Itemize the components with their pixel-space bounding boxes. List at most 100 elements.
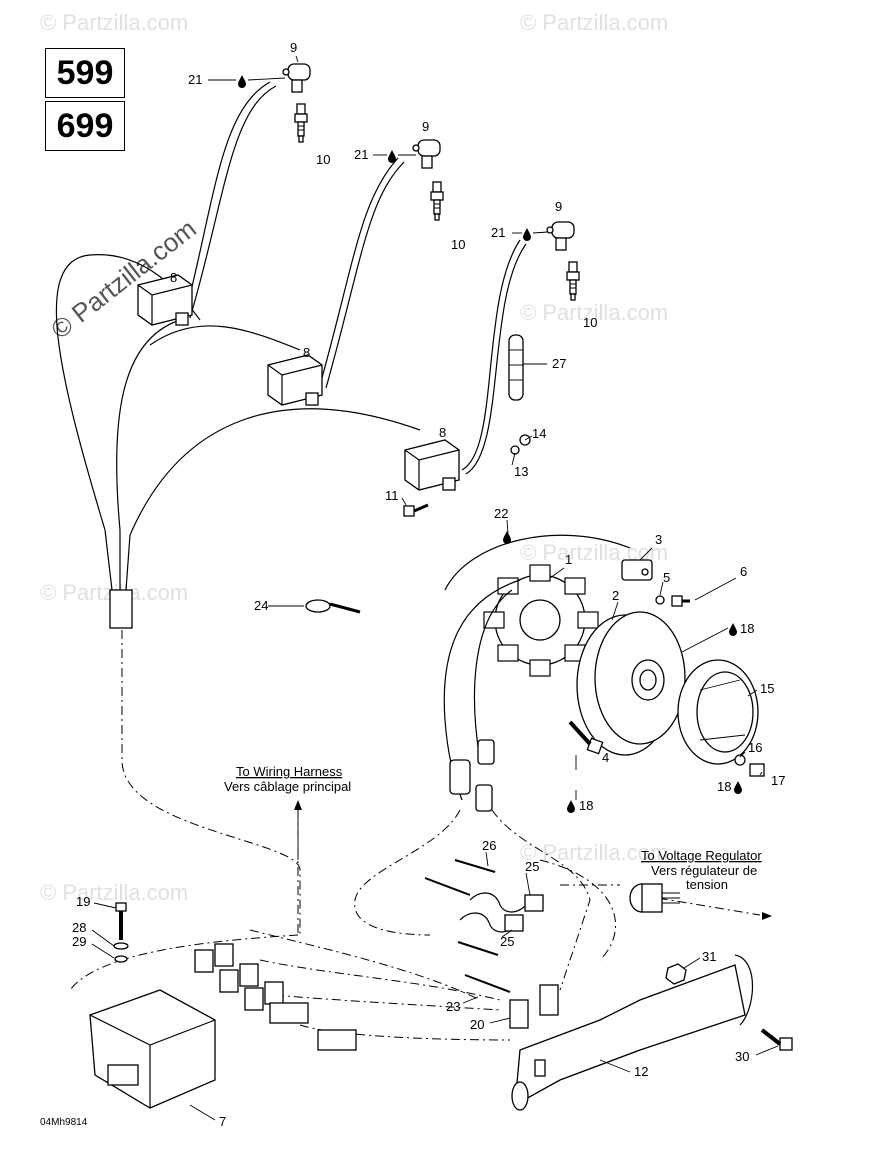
callout-29: 29	[72, 934, 86, 949]
bolt-part	[403, 503, 429, 517]
mounting-screw-part	[113, 902, 129, 963]
drop-icon	[729, 623, 737, 636]
spark-plug-set-3	[546, 221, 580, 301]
drop-icon	[238, 75, 246, 88]
callout-4: 4	[602, 750, 609, 765]
callout-25: 25	[525, 859, 539, 874]
callout-22: 22	[494, 506, 508, 521]
callout-28: 28	[72, 920, 86, 935]
leader-lines	[91, 55, 779, 1121]
drop-icon	[567, 800, 575, 813]
starter-cup-part	[677, 659, 759, 765]
screw-part	[671, 595, 690, 607]
callout-6: 6	[740, 564, 747, 579]
model-699-box: 699	[45, 101, 125, 151]
callout-25: 25	[500, 934, 514, 949]
callout-3: 3	[655, 532, 662, 547]
model-599-box: 599	[45, 48, 125, 98]
drop-icon	[388, 150, 396, 163]
watermark-text: © Partzilla.com	[40, 10, 188, 35]
callout-7: 7	[219, 1114, 226, 1129]
callout-21: 21	[491, 225, 505, 240]
callout-18: 18	[740, 621, 754, 636]
callout-26: 26	[482, 838, 496, 853]
callout-19: 19	[76, 894, 90, 909]
drop-icon	[734, 781, 742, 794]
callout-17: 17	[771, 773, 785, 788]
spark-plug-icon	[430, 181, 444, 221]
callout-30: 30	[735, 1049, 749, 1064]
callout-21: 21	[354, 147, 368, 162]
callout-2: 2	[612, 588, 619, 603]
note-line: Vers câblage principal	[224, 779, 351, 794]
regulator-connector	[629, 883, 680, 913]
note-line: To Voltage Regulator	[641, 848, 762, 863]
nut-part	[665, 963, 687, 985]
spark-plug-cap-icon	[546, 221, 575, 251]
spark-plug-icon	[294, 103, 308, 143]
drop-icon	[503, 531, 511, 544]
callout-18: 18	[717, 779, 731, 794]
callout-10: 10	[451, 237, 465, 252]
flywheel-bolt-part	[568, 720, 604, 755]
callout-8: 8	[303, 345, 310, 360]
drawing-code: 04Mh9814	[40, 1117, 88, 1128]
callout-21: 21	[188, 72, 202, 87]
callout-24: 24	[254, 598, 268, 613]
terminal-set	[424, 859, 559, 1029]
screw-part	[749, 763, 765, 777]
spark-plug-set-1	[282, 63, 311, 143]
coil-connector	[109, 589, 133, 629]
tie-strap-part	[305, 599, 361, 614]
trigger-coil-part	[621, 559, 653, 581]
callout-9: 9	[555, 199, 562, 214]
callout-9: 9	[422, 119, 429, 134]
callout-labels: 9 21 10 9 21 10 9 21 10 8 8 8 27 14 13 1…	[72, 40, 785, 1129]
ignition-coil-icon	[267, 354, 323, 406]
callout-14: 14	[532, 426, 546, 441]
watermark-group: © Partzilla.com © Partzilla.com © Partzi…	[40, 10, 668, 905]
note-line: Vers régulateur de	[651, 863, 757, 878]
spark-plug-set-2	[412, 139, 444, 221]
voltage-regulator-note: To Voltage Regulator Vers régulateur de …	[641, 848, 762, 892]
washer-part	[655, 595, 665, 605]
callout-10: 10	[583, 315, 597, 330]
bracket-part	[511, 954, 754, 1111]
flywheel-icon	[576, 611, 686, 756]
callout-8: 8	[439, 425, 446, 440]
wiring-harness-note: To Wiring Harness Vers câblage principal	[224, 764, 351, 794]
callout-10: 10	[316, 152, 330, 167]
routing-line	[121, 630, 301, 935]
spark-plug-cap-icon	[412, 139, 441, 169]
callout-27: 27	[552, 356, 566, 371]
callout-5: 5	[663, 570, 670, 585]
callout-20: 20	[470, 1017, 484, 1032]
ignition-coil-icon	[404, 439, 460, 491]
washer-part	[734, 754, 746, 766]
stator-connector	[449, 759, 471, 795]
callout-18: 18	[579, 798, 593, 813]
watermark-text: © Partzilla.com	[40, 880, 188, 905]
bracket-screw-part	[760, 1028, 793, 1051]
callout-8: 8	[170, 270, 177, 285]
note-line: To Wiring Harness	[236, 764, 343, 779]
harness-connectors	[194, 943, 357, 1051]
callout-15: 15	[760, 681, 774, 696]
callout-12: 12	[634, 1064, 648, 1079]
callout-31: 31	[702, 949, 716, 964]
spark-plug-cap-icon	[282, 63, 311, 93]
sleeve-part	[508, 334, 524, 401]
callout-9: 9	[290, 40, 297, 55]
callout-11: 11	[385, 488, 399, 503]
callout-16: 16	[748, 740, 762, 755]
spark-plug-icon	[566, 261, 580, 301]
callout-13: 13	[514, 464, 528, 479]
cdi-module-part	[89, 989, 216, 1109]
watermark-text: © Partzilla.com	[520, 300, 668, 325]
washer-part	[510, 445, 520, 455]
ignition-coil-icon	[137, 274, 193, 326]
note-line: tension	[686, 877, 728, 892]
drop-icon	[523, 228, 531, 241]
callout-1: 1	[565, 552, 572, 567]
